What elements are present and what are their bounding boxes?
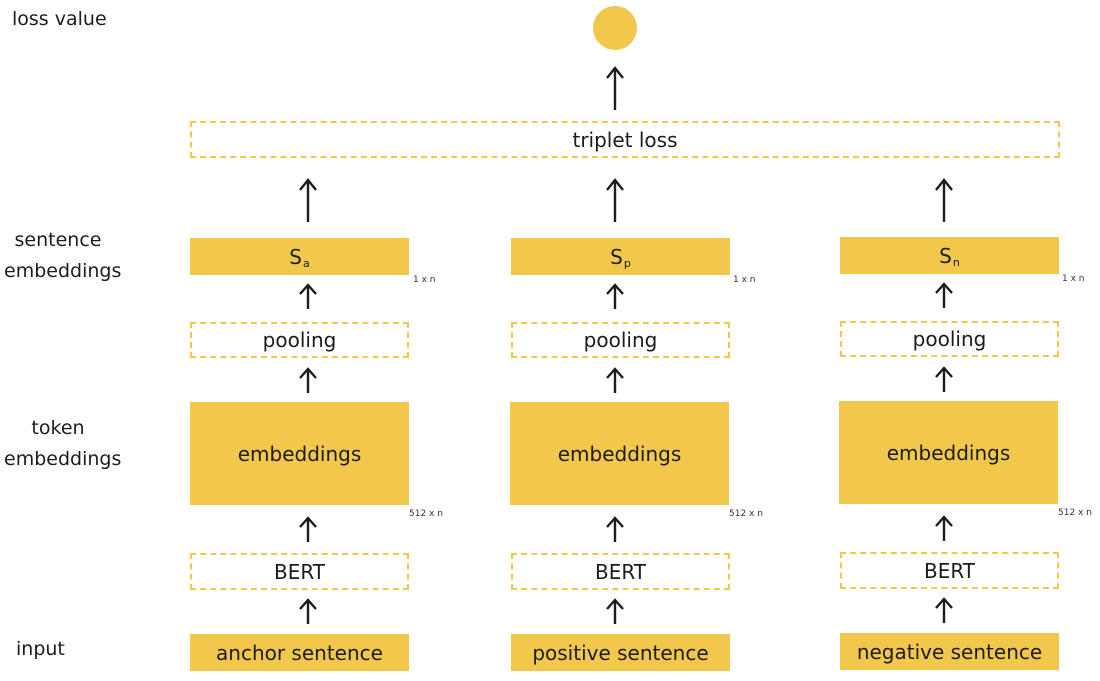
up-arrow-icon [932, 515, 956, 543]
sentence-embeddings-label: sentence embeddings [4, 225, 122, 287]
up-arrow-icon [932, 597, 956, 625]
sentence-embeddings-label-line2: embeddings [4, 260, 122, 282]
input-text: positive sentence [532, 640, 709, 665]
bert-box-anchor: BERT [190, 553, 409, 590]
token-embeddings-negative: embeddings [839, 401, 1058, 504]
sentence-embedding-negative: Sn [840, 237, 1059, 274]
bert-text: BERT [594, 559, 646, 584]
embeddings-text: embeddings [886, 440, 1011, 465]
sentence-embedding-anchor: Sa [190, 238, 409, 275]
up-arrow-icon [603, 598, 627, 626]
triplet-loss-text: triplet loss [572, 127, 678, 152]
dimension-label: 1 x n [1062, 274, 1085, 284]
input-positive-sentence: positive sentence [511, 634, 730, 671]
input-negative-sentence: negative sentence [840, 633, 1059, 670]
loss-value-dot [593, 6, 637, 50]
up-arrow-icon [603, 283, 627, 311]
embeddings-text: embeddings [237, 441, 362, 466]
pooling-text: pooling [912, 327, 987, 351]
dimension-label: 1 x n [413, 275, 436, 285]
input-label: input [16, 638, 65, 660]
input-anchor-sentence: anchor sentence [190, 634, 409, 671]
pooling-text: pooling [583, 328, 658, 352]
input-text: negative sentence [856, 639, 1043, 664]
pooling-box-negative: pooling [840, 321, 1059, 357]
loss-value-label: loss value [12, 8, 107, 30]
sentence-embedding-symbol: Sp [610, 244, 631, 270]
bert-text: BERT [923, 558, 975, 583]
bert-text: BERT [273, 559, 325, 584]
bert-box-positive: BERT [511, 553, 730, 590]
embeddings-text: embeddings [557, 441, 682, 466]
sentence-embedding-symbol: Sa [289, 244, 310, 270]
bert-box-negative: BERT [840, 552, 1059, 589]
dimension-label: 1 x n [733, 275, 756, 285]
up-arrow-icon [296, 367, 320, 395]
up-arrow-icon [932, 282, 956, 310]
token-embeddings-anchor: embeddings [190, 402, 409, 505]
dimension-label: 512 x n [1058, 508, 1092, 518]
input-text: anchor sentence [216, 640, 383, 665]
up-arrow-icon [603, 178, 627, 224]
pooling-box-positive: pooling [511, 322, 730, 358]
up-arrow-icon [603, 516, 627, 544]
token-embeddings-positive: embeddings [510, 402, 729, 505]
up-arrow-icon [296, 516, 320, 544]
token-embeddings-label-line2: embeddings [4, 448, 122, 470]
pooling-box-anchor: pooling [190, 322, 409, 358]
dimension-label: 512 x n [409, 509, 443, 519]
up-arrow-icon [296, 283, 320, 311]
up-arrow-icon [296, 598, 320, 626]
up-arrow-icon [932, 178, 956, 224]
pooling-text: pooling [262, 328, 337, 352]
triplet-loss-box: triplet loss [190, 121, 1060, 158]
sentence-embedding-positive: Sp [511, 238, 730, 275]
sentence-embedding-symbol: Sn [939, 243, 960, 269]
up-arrow-icon [603, 66, 627, 112]
up-arrow-icon [932, 366, 956, 394]
token-embeddings-label-line1: token [31, 417, 85, 439]
token-embeddings-label: token embeddings [4, 413, 122, 475]
dimension-label: 512 x n [729, 509, 763, 519]
up-arrow-icon [603, 367, 627, 395]
up-arrow-icon [296, 178, 320, 224]
sentence-embeddings-label-line1: sentence [14, 229, 102, 251]
